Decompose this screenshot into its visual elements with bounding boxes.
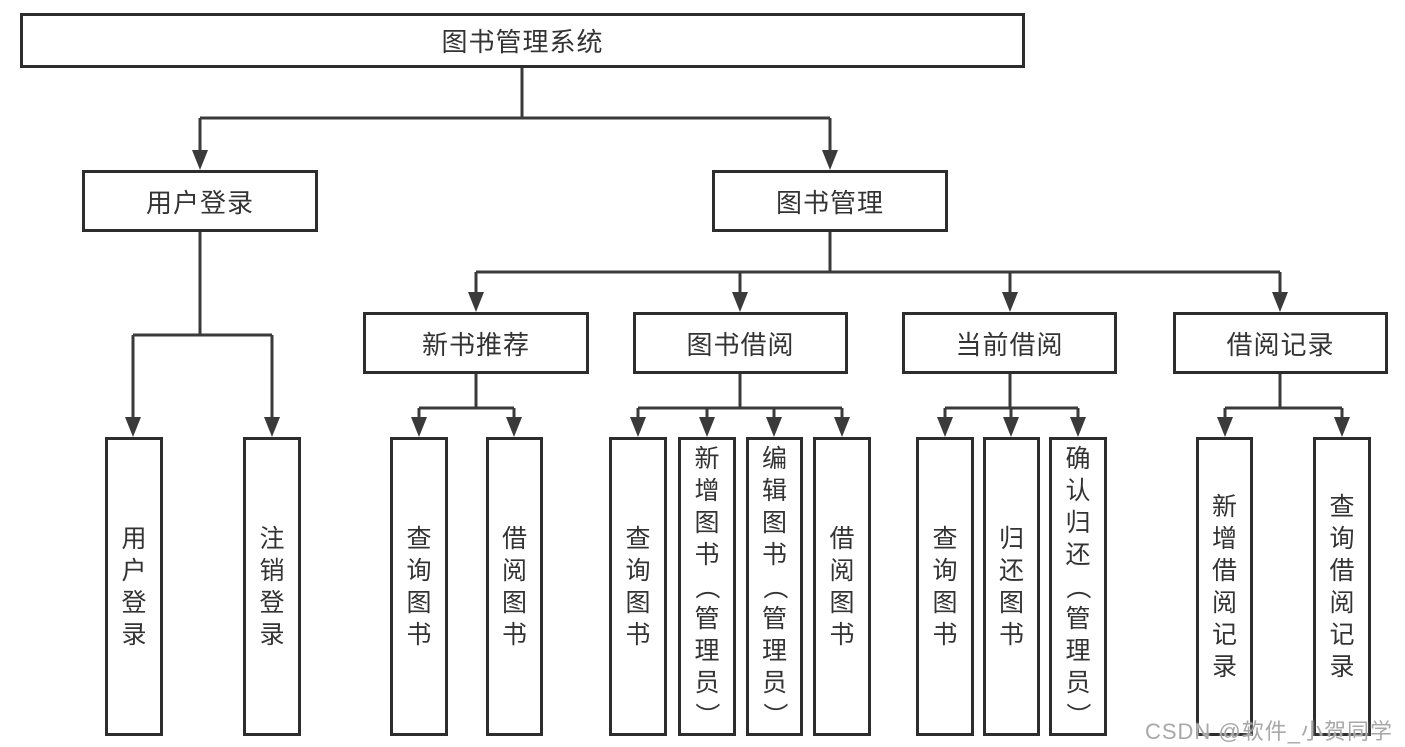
leaf-query-books-current: 查询图书	[916, 437, 974, 736]
leaf-return-books: 归还图书	[983, 437, 1040, 736]
node-book-management-branch: 图书管理	[712, 170, 948, 232]
leaf-logout: 注销登录	[243, 437, 301, 736]
leaf-add-borrow-record: 新增借阅记录	[1196, 437, 1253, 736]
leaf-query-books-borrowing: 查询图书	[609, 437, 667, 736]
node-book-borrowing: 图书借阅	[633, 312, 848, 374]
arrowheads	[125, 150, 1350, 437]
leaf-query-books-recommend: 查询图书	[390, 437, 448, 736]
node-borrowing-records: 借阅记录	[1173, 312, 1388, 374]
node-user-login-branch: 用户登录	[82, 170, 318, 232]
node-new-book-recommendation: 新书推荐	[363, 312, 589, 374]
leaf-user-login: 用户登录	[105, 437, 163, 736]
leaf-borrow-books: 借阅图书	[813, 437, 871, 736]
leaf-query-borrow-record: 查询借阅记录	[1313, 437, 1371, 736]
node-current-borrowing: 当前借阅	[902, 312, 1117, 374]
csdn-watermark: CSDN @软件_小贺同学	[1144, 719, 1393, 744]
leaf-confirm-return-admin: 确认归还（管理员）	[1049, 437, 1107, 736]
leaf-borrow-books-recommend: 借阅图书	[486, 437, 543, 736]
leaf-edit-books-admin: 编辑图书（管理员）	[746, 437, 803, 736]
node-root-library-system: 图书管理系统	[20, 13, 1025, 68]
leaf-add-books-admin: 新增图书（管理员）	[678, 437, 736, 736]
